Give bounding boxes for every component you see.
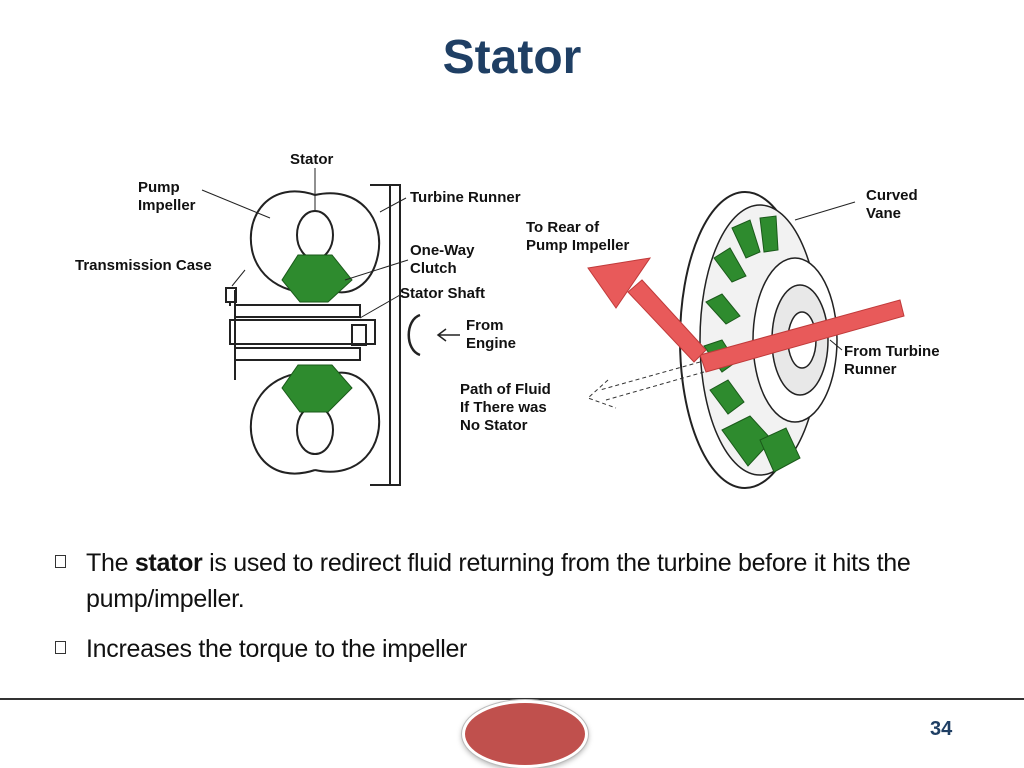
label-curved-vane-2: Vane <box>866 205 901 222</box>
bullet-item: Increases the torque to the impeller <box>55 631 995 667</box>
label-path-fluid-2: If There was <box>460 399 547 416</box>
label-to-rear-1: To Rear of <box>526 219 600 236</box>
fluid-flow-arrows <box>587 257 905 373</box>
bullet-text: The stator is used to redirect fluid ret… <box>86 549 911 613</box>
engine-ring-icon <box>407 313 421 357</box>
label-from-engine-1: From <box>466 317 504 334</box>
bullet-marker-icon <box>55 641 66 654</box>
converter-cross-section <box>225 184 401 486</box>
slide-title: Stator <box>442 31 582 84</box>
page-number: 34 <box>930 718 953 740</box>
label-stator: Stator <box>290 151 334 168</box>
label-to-rear-2: Pump Impeller <box>526 237 630 254</box>
label-from-engine-2: Engine <box>466 335 516 352</box>
label-transmission-case: Transmission Case <box>75 257 212 274</box>
bullet-text: Increases the torque to the impeller <box>86 635 468 663</box>
label-curved-vane-1: Curved <box>866 187 918 204</box>
label-one-way-2: Clutch <box>410 260 457 277</box>
label-pump-impeller-1: Pump <box>138 179 180 196</box>
label-from-turbine-2: Runner <box>844 361 897 378</box>
bullet-list: The stator is used to redirect fluid ret… <box>55 545 995 667</box>
from-engine-arrow <box>436 328 460 342</box>
label-from-turbine-1: From Turbine <box>844 343 940 360</box>
bullet-item: The stator is used to redirect fluid ret… <box>55 545 995 617</box>
label-one-way-1: One-Way <box>410 242 475 259</box>
stator-diagram: Stator Pump Impeller Turbine Runner Tran… <box>75 151 940 489</box>
leader-lines <box>201 168 409 319</box>
leader-lines-right <box>794 201 856 351</box>
stator-blade-shapes <box>281 254 353 413</box>
label-path-fluid-3: No Stator <box>460 417 528 434</box>
footer-ellipse-decoration <box>462 700 588 768</box>
label-stator-shaft: Stator Shaft <box>400 285 485 302</box>
bullet-marker-icon <box>55 555 66 568</box>
label-turbine-runner: Turbine Runner <box>410 189 521 206</box>
no-stator-path-arrow <box>587 361 705 409</box>
label-path-fluid-1: Path of Fluid <box>460 381 551 398</box>
label-pump-impeller-2: Impeller <box>138 197 196 214</box>
footer-divider <box>0 698 1024 700</box>
